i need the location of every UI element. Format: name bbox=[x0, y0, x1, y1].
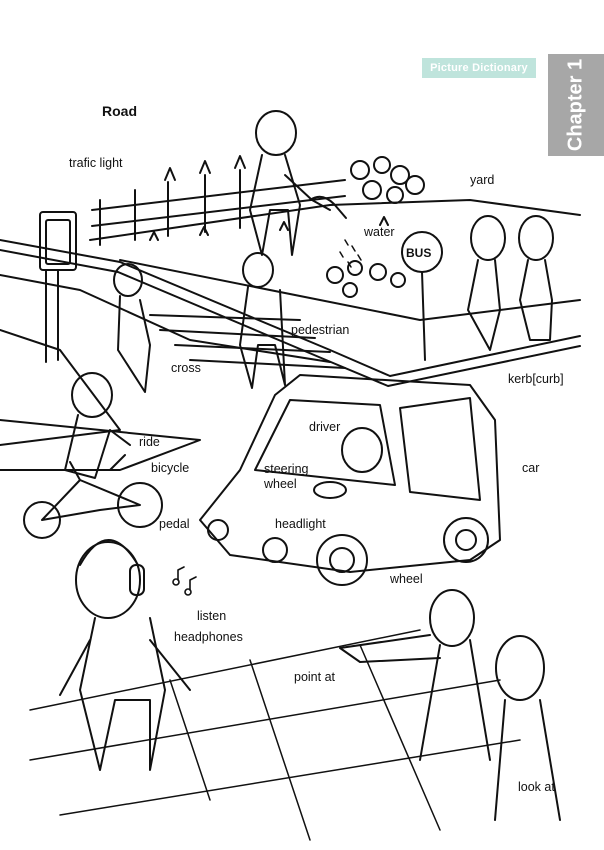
label-headlight: headlight bbox=[275, 517, 326, 531]
label-steering-wheel: steering wheel bbox=[264, 462, 309, 491]
people-at-bus-stop bbox=[467, 215, 554, 351]
person-pointing bbox=[339, 589, 491, 761]
label-ride: ride bbox=[139, 435, 160, 449]
car bbox=[199, 374, 501, 586]
sidewalk-tiles bbox=[29, 629, 521, 841]
walking-figure-left bbox=[113, 263, 151, 393]
label-kerb: kerb[curb] bbox=[508, 372, 564, 386]
crosswalk bbox=[149, 314, 346, 369]
label-headphones: headphones bbox=[174, 630, 243, 644]
bus-stop-sign bbox=[401, 231, 443, 361]
chapter-tab: Chapter 1 bbox=[548, 54, 604, 156]
label-car: car bbox=[522, 461, 540, 475]
man-watering bbox=[249, 110, 347, 256]
label-water: water bbox=[364, 225, 395, 239]
label-point-at: point at bbox=[294, 670, 336, 684]
fence bbox=[91, 155, 346, 246]
driver-figure bbox=[313, 427, 383, 499]
music-notes bbox=[172, 566, 197, 596]
label-look-at: look at bbox=[518, 780, 555, 794]
label-cross: cross bbox=[171, 361, 201, 375]
water-drops bbox=[339, 239, 362, 268]
label-yard: yard bbox=[470, 173, 495, 187]
label-bicycle: bicycle bbox=[151, 461, 190, 475]
flower-bushes bbox=[326, 156, 425, 298]
person-looking bbox=[494, 635, 561, 821]
label-traffic-light: trafic light bbox=[69, 156, 123, 170]
sidewalk-curb bbox=[0, 239, 581, 471]
bus-sign-text: BUS bbox=[406, 246, 432, 260]
label-wheel: wheel bbox=[390, 572, 423, 586]
chapter-label: Chapter 1 bbox=[564, 58, 587, 152]
page-title: Road bbox=[102, 103, 137, 119]
label-listen: listen bbox=[197, 609, 227, 623]
boy-with-headphones bbox=[59, 539, 191, 771]
label-pedal: pedal bbox=[159, 517, 190, 531]
bicycle bbox=[23, 454, 163, 539]
yard-area bbox=[89, 199, 581, 321]
picture-dictionary-badge: Picture Dictionary bbox=[422, 58, 536, 78]
traffic-light bbox=[39, 211, 77, 363]
label-driver: driver bbox=[309, 420, 341, 434]
cyclist-figure bbox=[64, 372, 131, 479]
label-pedestrian: pedestrian bbox=[291, 323, 350, 337]
pedestrian-figure bbox=[239, 252, 286, 389]
